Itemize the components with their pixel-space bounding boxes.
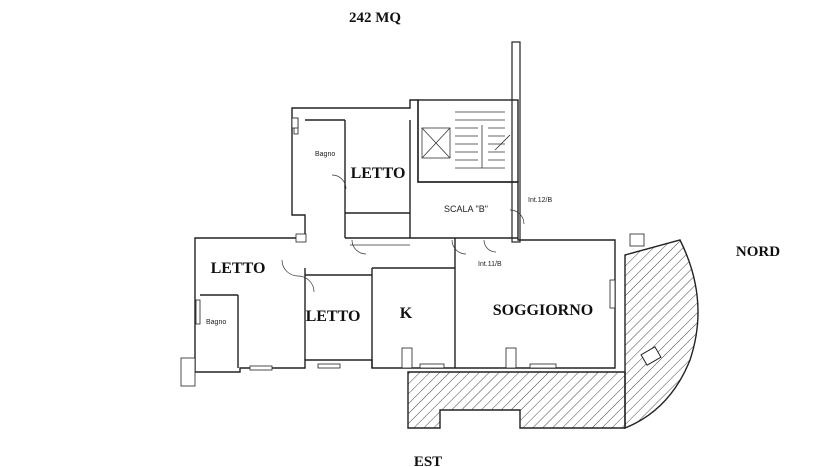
windows — [195, 117, 616, 371]
columns — [180, 117, 645, 387]
room-letto-left: LETTO — [211, 260, 266, 277]
unit-int12: Int.12/B — [528, 197, 552, 204]
door-swings — [281, 174, 525, 293]
room-letto-mid: LETTO — [306, 308, 361, 325]
unit-int11: Int.11/B — [478, 261, 502, 268]
interior-walls — [200, 119, 518, 368]
vertical-duct — [511, 41, 521, 243]
apartment-outline — [194, 99, 616, 373]
room-bagno-left: Bagno — [206, 319, 226, 326]
compass-east: EST — [414, 454, 442, 467]
area-label: 242 MQ — [349, 10, 401, 26]
terrace-fixture — [640, 346, 662, 366]
stair-label: SCALA "B" — [444, 204, 488, 214]
stair-treads — [455, 111, 511, 169]
terrace-north — [624, 239, 699, 430]
room-letto-top: LETTO — [351, 165, 406, 182]
elevator — [421, 127, 451, 159]
compass-north: NORD — [736, 244, 780, 260]
room-kitchen: K — [400, 305, 413, 322]
room-living: SOGGIORNO — [493, 302, 593, 319]
terrace-east — [407, 371, 626, 429]
room-bagno-top: Bagno — [315, 151, 335, 158]
